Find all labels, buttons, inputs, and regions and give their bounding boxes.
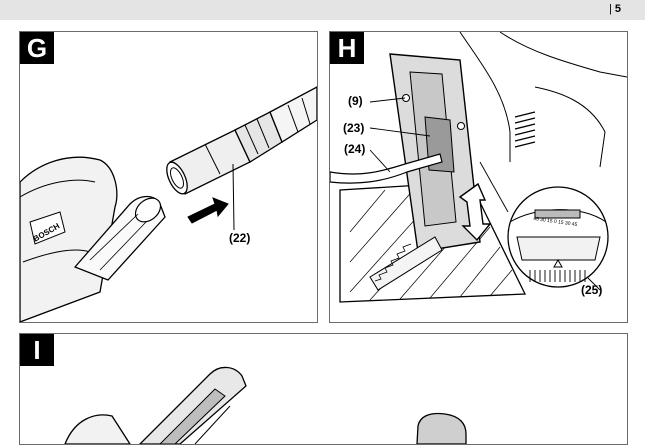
callout-25: (25)	[581, 283, 603, 297]
figure-g-illustration	[20, 86, 317, 322]
page-number-separator: |	[609, 3, 612, 15]
page-number: |5	[609, 3, 621, 15]
header-bar: |5	[0, 0, 645, 20]
callout-22: (22)	[229, 231, 251, 245]
figure-h-panel: H (9) (23) (24) (25) 45 30 15 0 15 30 45	[329, 31, 628, 323]
callout-24: (24)	[344, 142, 366, 156]
figure-i-panel: I	[19, 333, 628, 445]
page-number-value: 5	[614, 3, 621, 15]
figure-g-letter: G	[20, 32, 54, 64]
figure-g-panel: G (22) BOSCH	[19, 31, 318, 323]
figure-h-illustration	[330, 32, 627, 303]
figure-h-letter: H	[330, 32, 364, 64]
callout-23: (23)	[343, 121, 365, 135]
figure-i-letter: I	[20, 334, 54, 366]
figure-i-illustration	[64, 366, 467, 444]
callout-9: (9)	[348, 94, 363, 108]
